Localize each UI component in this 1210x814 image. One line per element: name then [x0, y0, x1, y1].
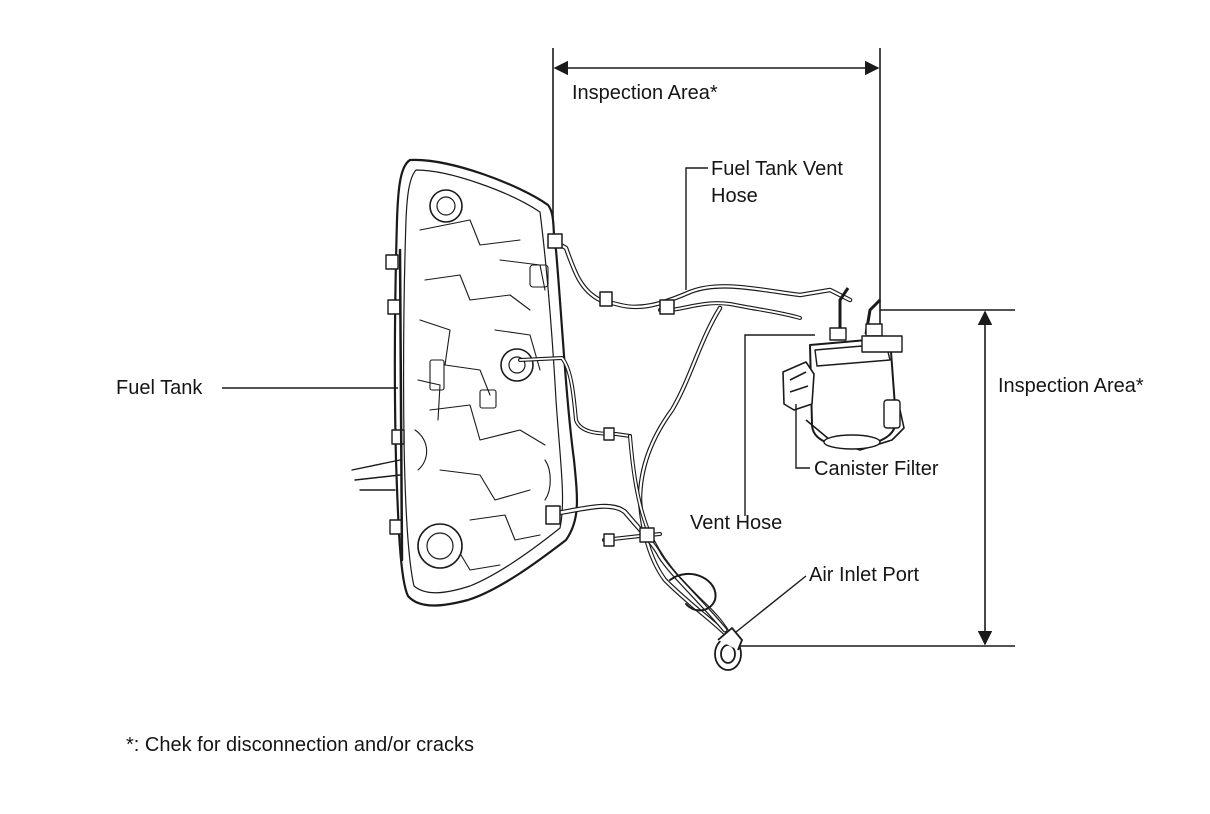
canister-filter-label: Canister Filter [814, 458, 939, 480]
canister-filter [782, 361, 815, 411]
inspection-area-top-label: Inspection Area* [572, 82, 718, 104]
right-inspection-dimension [740, 309, 1015, 647]
hose-lines [518, 233, 853, 642]
fuel-tank-label: Fuel Tank [116, 377, 203, 399]
air-inlet-port [714, 626, 744, 671]
top-inspection-dimension [552, 48, 881, 325]
fuel-tank-vent-hose-label-line2: Hose [711, 185, 758, 207]
charcoal-canister [805, 287, 905, 451]
inspection-area-right-label: Inspection Area* [998, 375, 1144, 397]
air-inlet-port-label: Air Inlet Port [809, 564, 920, 586]
fuel-tank [351, 158, 579, 607]
fuel-tank-vent-hose-label-line1: Fuel Tank Vent [711, 158, 843, 180]
leader-lines [222, 167, 815, 633]
footnote: *: Chek for disconnection and/or cracks [126, 734, 474, 756]
vent-hose-label: Vent Hose [690, 512, 783, 534]
